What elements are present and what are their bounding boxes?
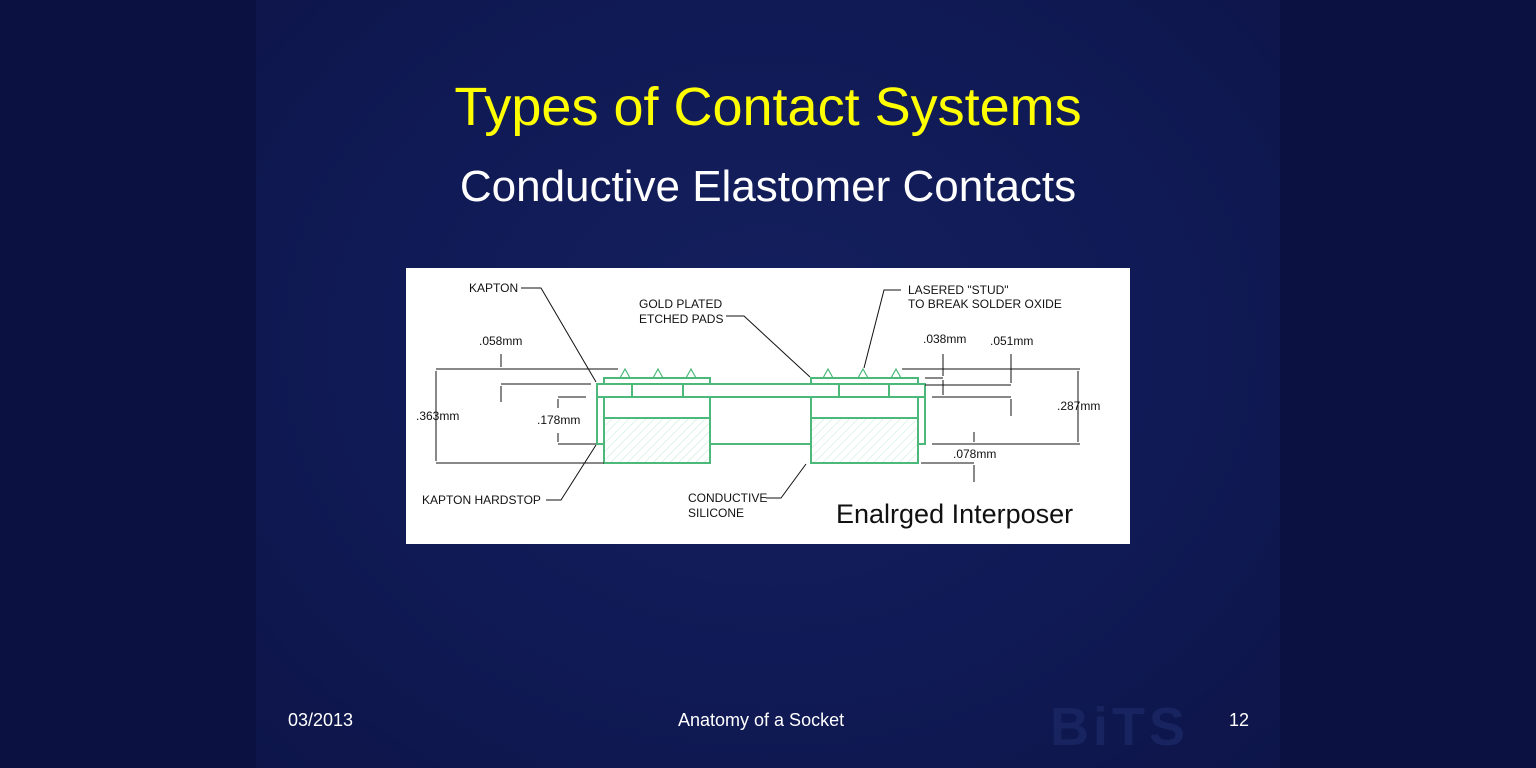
dim-058: .058mm [479, 334, 522, 348]
slide-subtitle: Conductive Elastomer Contacts [459, 162, 1077, 211]
label-kapton: KAPTON [469, 281, 518, 295]
dim-038: .038mm [923, 332, 966, 346]
dim-178: .178mm [537, 413, 580, 427]
label-kapton-hardstop: KAPTON HARDSTOP [422, 493, 541, 507]
slide: Types of Contact Systems Conductive Elas… [256, 0, 1280, 768]
label-lasered-stud: LASERED "STUD" [908, 283, 1009, 297]
structure [596, 367, 926, 464]
label-etched-pads: ETCHED PADS [639, 312, 723, 326]
diagram-caption: Enalrged Interposer [836, 499, 1073, 529]
dim-078: .078mm [953, 447, 996, 461]
interposer-drawing: KAPTON GOLD PLATED ETCHED PADS LASERED "… [416, 281, 1100, 529]
label-silicone: SILICONE [688, 506, 744, 520]
slide-title: Types of Contact Systems [454, 77, 1082, 137]
interposer-diagram: KAPTON GOLD PLATED ETCHED PADS LASERED "… [406, 268, 1130, 544]
label-break-oxide: TO BREAK SOLDER OXIDE [908, 297, 1062, 311]
dim-287: .287mm [1057, 399, 1100, 413]
footer-date: 03/2013 [288, 710, 354, 730]
footer-title: Anatomy of a Socket [678, 710, 845, 730]
page-number: 12 [1229, 710, 1250, 730]
dimension-lines [435, 287, 1080, 501]
label-gold-plated: GOLD PLATED [639, 297, 722, 311]
dim-051: .051mm [990, 334, 1033, 348]
bits-logo: BiTS [1050, 697, 1190, 757]
label-conductive: CONDUCTIVE [688, 491, 767, 505]
dim-363: .363mm [416, 409, 459, 423]
